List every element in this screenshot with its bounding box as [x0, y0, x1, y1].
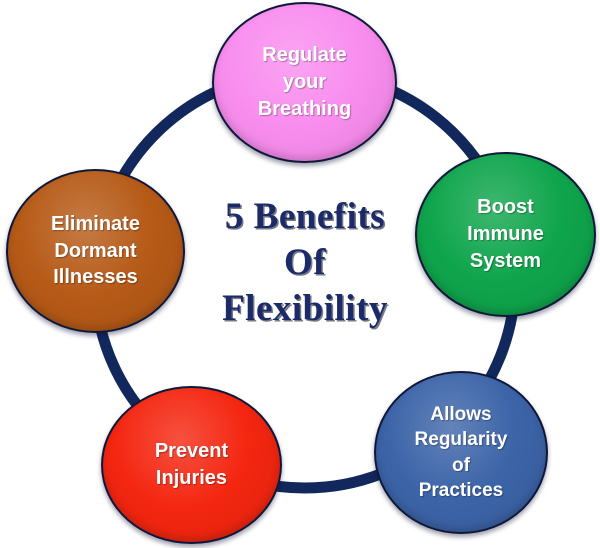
node-prevent-injuries: Prevent Injuries	[101, 386, 282, 544]
node-allows-regularity-of-practices: Allows Regularity of Practices	[374, 371, 548, 534]
node-eliminate-dormant-illnesses-label: Eliminate Dormant Illnesses	[51, 212, 140, 289]
node-boost-immune-system: Boost Immune System	[415, 152, 596, 317]
node-prevent-injuries-label: Prevent Injuries	[154, 440, 229, 489]
node-eliminate-dormant-illnesses: Eliminate Dormant Illnesses	[6, 169, 185, 333]
node-allows-regularity-of-practices-label: Allows Regularity of Practices	[414, 403, 508, 501]
diagram-title: 5 Benefits Of Flexibility	[222, 196, 388, 329]
node-boost-immune-system-label: Boost Immune System	[467, 196, 544, 272]
node-regulate-breathing-label: Regulate your Breathing	[257, 44, 352, 120]
node-regulate-breathing: Regulate your Breathing	[212, 2, 397, 163]
